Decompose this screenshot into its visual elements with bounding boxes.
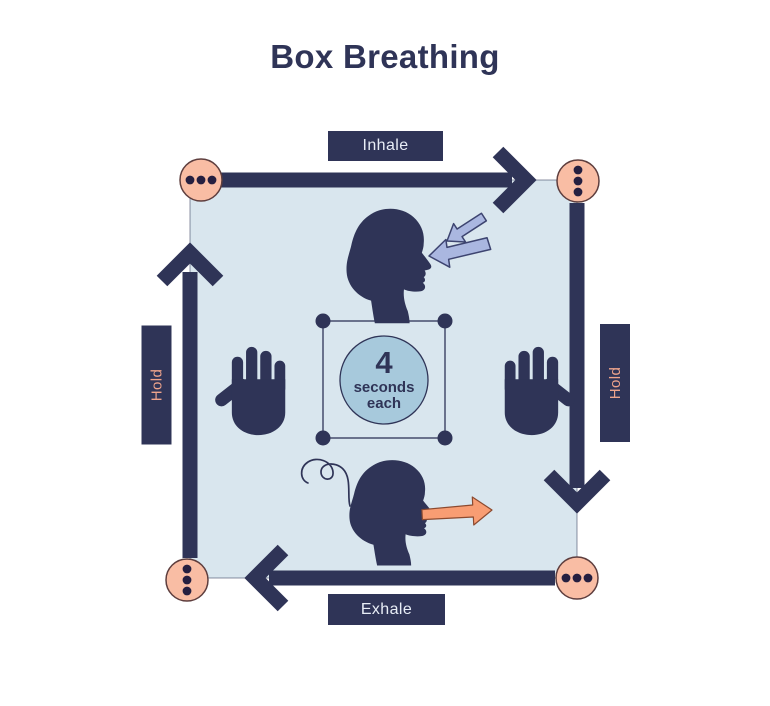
inhale-label: Inhale: [328, 131, 443, 161]
duration-callout: 4 seconds each: [334, 345, 434, 413]
exhale-label: Exhale: [328, 594, 445, 625]
duration-caption-line2: each: [366, 395, 402, 413]
breath-out-arrow-icon: [421, 496, 493, 526]
hold-left-label: Hold: [141, 325, 172, 445]
page-title: Box Breathing: [270, 38, 500, 75]
corner-dots-top-left-icon: [179, 158, 223, 202]
corner-dots-top-right-icon: [556, 159, 600, 203]
hold-arrow-right: [543, 203, 611, 514]
breath-in-arrows-icon: [428, 212, 492, 268]
corner-dots-bottom-right-icon: [555, 556, 599, 600]
hold-arrow-left: [156, 242, 224, 558]
inhale-arrow-top: [206, 146, 537, 214]
exhale-arrow-bottom: [244, 544, 555, 612]
duration-number: 4: [375, 345, 393, 380]
squiggle-icon: [300, 458, 351, 507]
duration-caption-line1: seconds: [353, 378, 415, 396]
center-square: [315, 313, 453, 446]
hold-right-label: Hold: [600, 324, 630, 442]
corner-dots-bottom-left-icon: [165, 558, 209, 602]
